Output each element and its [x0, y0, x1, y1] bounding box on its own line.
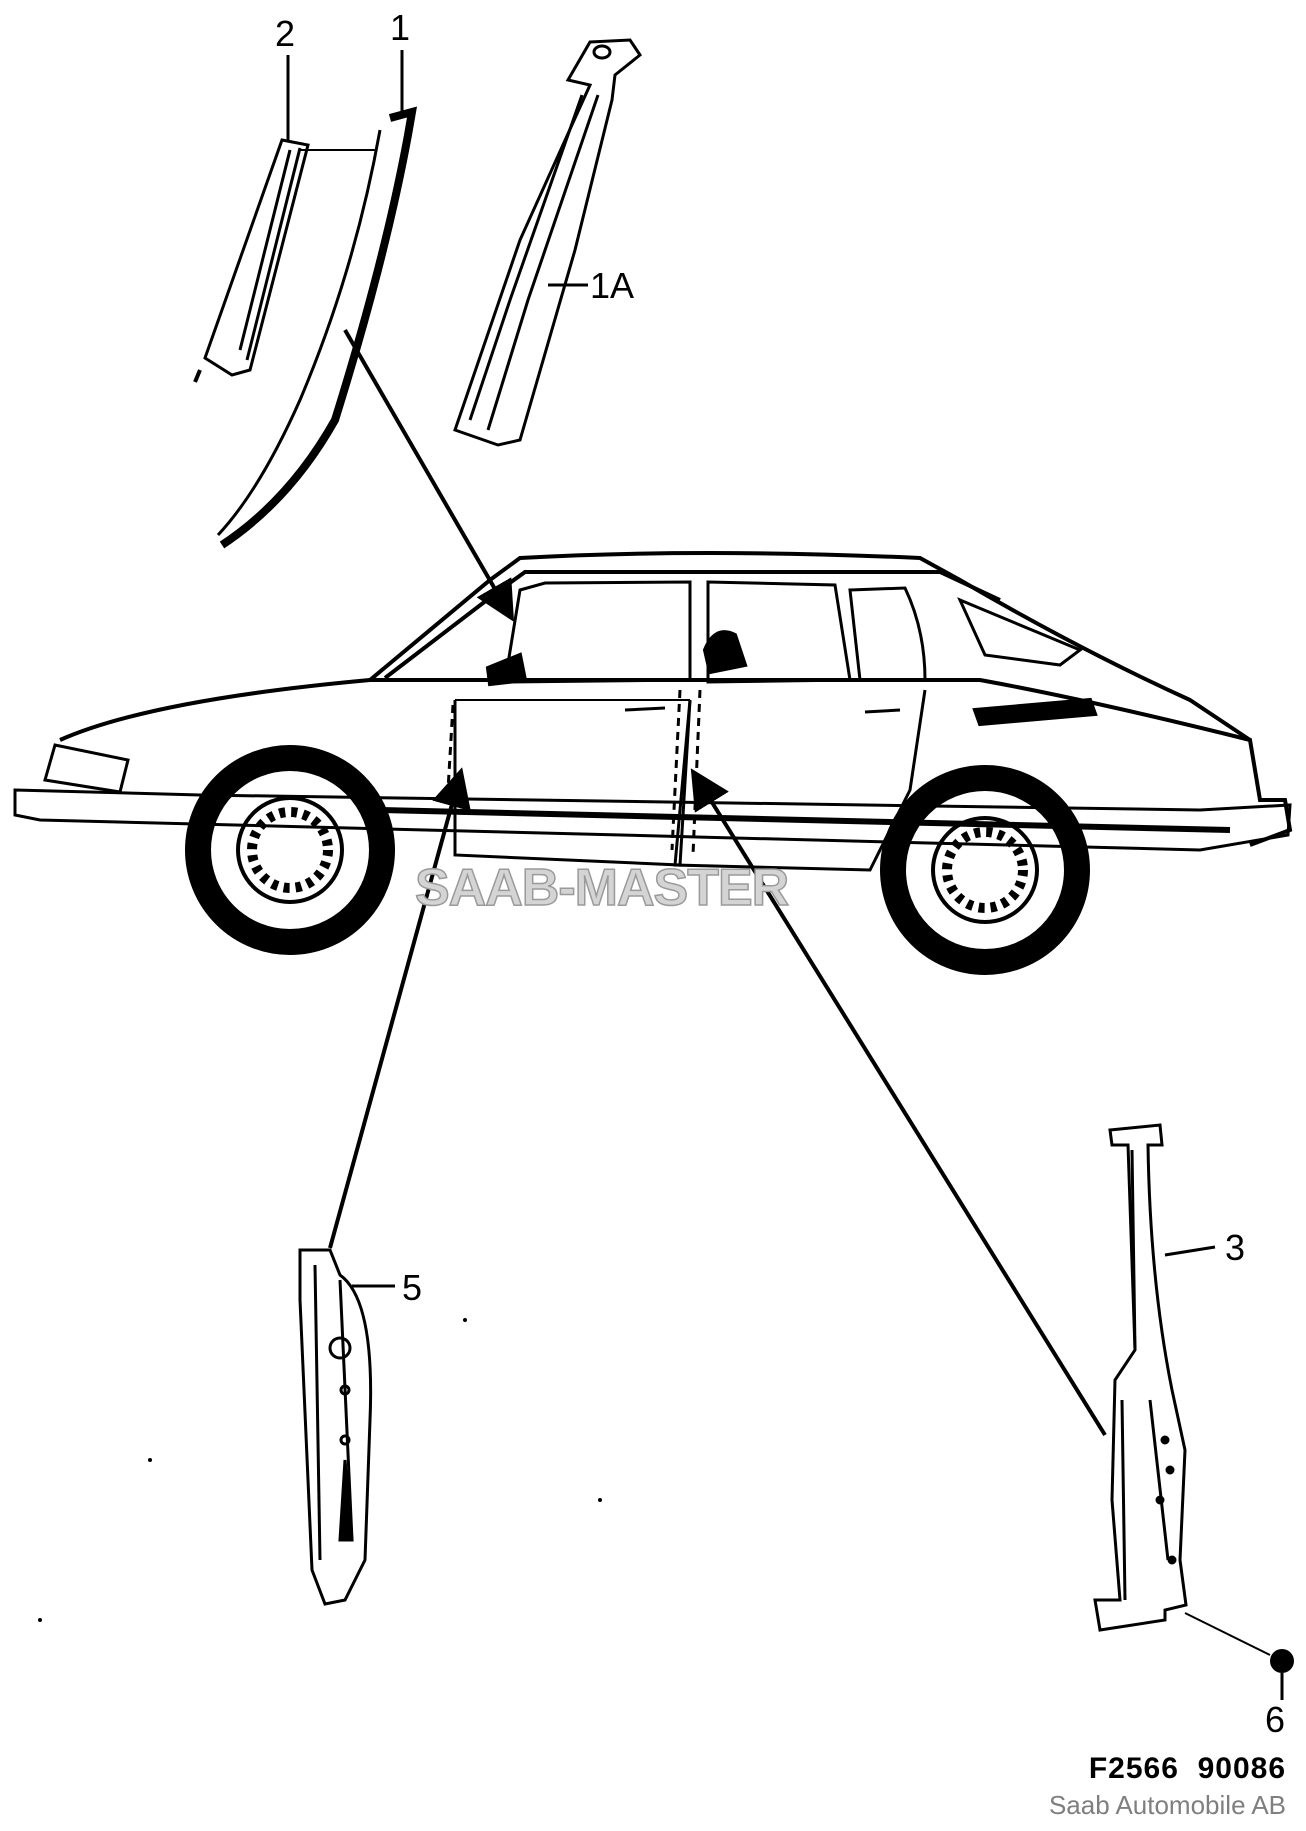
part-5-a-pillar-panel	[298, 1248, 373, 1606]
car-side-view	[13, 551, 1293, 872]
callout-5: 5	[402, 1267, 423, 1308]
watermark: SAAB-MASTER	[414, 858, 790, 918]
leader-3	[1164, 1245, 1216, 1257]
part-1-a-pillar-seal	[216, 106, 418, 549]
callout-6: 6	[1265, 1699, 1286, 1740]
part-3-b-pillar	[1093, 1123, 1188, 1632]
callout-1a: 1A	[590, 265, 635, 306]
arrow-part-3	[690, 768, 1107, 1437]
part-2-trim-strip	[193, 138, 310, 383]
callout-2: 2	[275, 13, 296, 54]
part-1a-seal	[453, 38, 643, 447]
arrow-part-1	[343, 328, 515, 622]
rear-wheel	[880, 765, 1090, 975]
figure-code: F2566 90086	[1088, 1752, 1286, 1785]
part-6-plug	[1184, 1612, 1294, 1700]
callout-1: 1	[390, 7, 411, 48]
front-wheel	[185, 745, 395, 955]
arrow-part-5	[328, 767, 471, 1249]
callout-3: 3	[1225, 1227, 1246, 1268]
copyright: Saab Automobile AB	[1048, 1790, 1286, 1820]
